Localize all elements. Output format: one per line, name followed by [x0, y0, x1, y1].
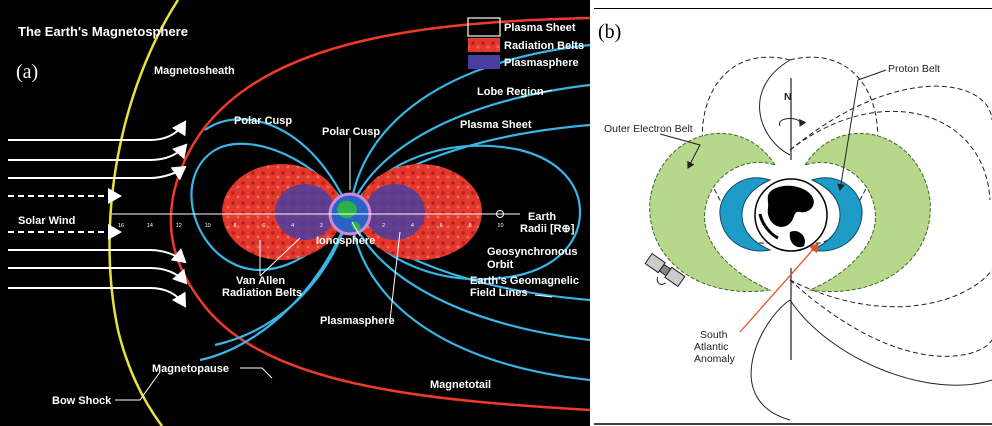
- label-north: N: [784, 91, 792, 103]
- magnetopause-curve: [169, 16, 590, 412]
- label-lobe-region: Lobe Region: [477, 86, 544, 98]
- axis-tick-label: 16: [118, 223, 124, 229]
- rotation-arrow: [779, 118, 807, 127]
- label-earth-radii-2: Radii [R⊕]: [520, 223, 575, 235]
- axis-tick-label: 4: [411, 223, 414, 229]
- label-earth-radii-1: Earth: [528, 211, 556, 223]
- axis-tick-label: 6: [262, 223, 265, 229]
- leader-lines: [115, 89, 553, 401]
- plasmasphere-left: [275, 184, 335, 240]
- proton-belt-left: [719, 177, 772, 252]
- axis-tick-label: 8: [469, 223, 472, 229]
- axis-tick-label: 2: [320, 223, 323, 229]
- label-saa-1: South: [700, 329, 728, 341]
- legend-radiation-belts-swatch: [468, 38, 500, 52]
- label-saa-2: Atlantic: [694, 341, 728, 353]
- axis-tick-label: 10: [497, 223, 503, 229]
- label-magnetopause: Magnetopause: [152, 363, 229, 375]
- proton-belt-leader: [837, 69, 887, 191]
- label-magnetosheath: Magnetosheath: [154, 65, 235, 77]
- solar-wind-arrows: [8, 120, 188, 308]
- axis-tick-label: 10: [205, 223, 211, 229]
- legend-plasmasphere-swatch: [468, 55, 500, 69]
- panel-a: 16 14 12 10 8 6 4 2 2 4 6 8 10 Plasma Sheet Radiatio…: [0, 0, 590, 426]
- label-geosync-1: Geosynchronous: [487, 246, 577, 258]
- label-polar-cusp-left: Polar Cusp: [234, 115, 292, 127]
- panel-b: (b) N: [594, 8, 992, 426]
- bow-shock-curve: [108, 0, 180, 426]
- label-magnetotail: Magnetotail: [430, 379, 491, 391]
- geosync-marker: [496, 210, 504, 218]
- label-ionosphere: Ionosphere: [316, 235, 375, 247]
- legend: Plasma Sheet Radiation Belts Plasmaspher…: [467, 17, 584, 69]
- outer-electron-belt-right: [803, 132, 931, 292]
- axis-tick-label: 4: [291, 223, 294, 229]
- label-field-lines-1: Earth's Geomagnelic: [470, 275, 579, 287]
- panel-a-letter: (a): [16, 61, 38, 83]
- label-outer-electron-belt: Outer Electron Belt: [604, 123, 693, 135]
- label-geosync-2: Orbit: [487, 259, 514, 271]
- label-saa-3: Anomaly: [694, 353, 736, 365]
- saa-arrow: [739, 243, 819, 333]
- panel-a-title: The Earth's Magnetosphere: [18, 24, 188, 39]
- label-bow-shock: Bow Shock: [52, 395, 112, 407]
- legend-plasma-sheet-swatch: [467, 17, 501, 37]
- label-van-allen-1: Van Allen: [236, 275, 285, 287]
- earth-globe-b: [754, 178, 828, 252]
- axis-tick-label: 2: [382, 223, 385, 229]
- panel-b-letter: (b): [598, 21, 621, 43]
- axis-tick-label: 14: [147, 223, 153, 229]
- label-plasmasphere: Plasmasphere: [320, 315, 395, 327]
- legend-plasmasphere-label: Plasmasphere: [504, 57, 579, 69]
- label-solar-wind: Solar Wind: [18, 215, 75, 227]
- label-field-lines-2: Field Lines: [470, 287, 527, 299]
- legend-plasma-sheet-label: Plasma Sheet: [504, 22, 576, 34]
- label-polar-cusp-top: Polar Cusp: [322, 126, 380, 138]
- legend-radiation-belts-label: Radiation Belts: [504, 40, 584, 52]
- satellite-icon: [644, 252, 686, 288]
- plasmasphere-right: [365, 184, 425, 240]
- outer-belt-leader: [659, 133, 701, 169]
- label-plasma-sheet: Plasma Sheet: [460, 119, 532, 131]
- label-proton-belt: Proton Belt: [888, 63, 940, 75]
- axis-tick-label: 8: [233, 223, 236, 229]
- panel-divider: [590, 0, 594, 426]
- label-van-allen-2: Radiation Belts: [222, 287, 302, 299]
- radiation-belts: [222, 164, 482, 260]
- axis-tick-label: 12: [176, 223, 182, 229]
- axis-tick-label: 6: [440, 223, 443, 229]
